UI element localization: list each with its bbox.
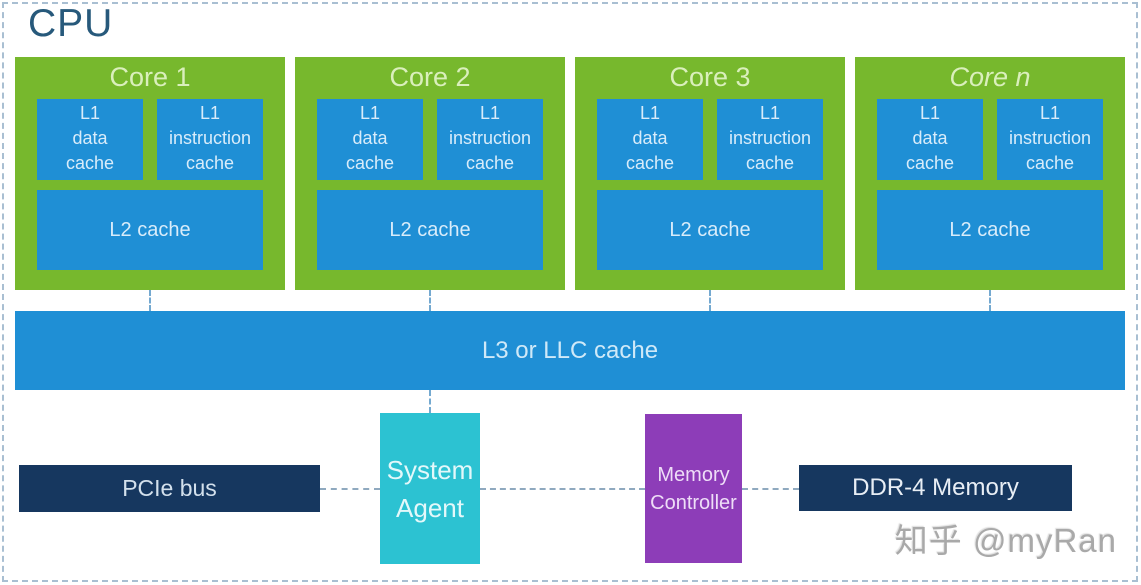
l1-instr-line1: L1 — [759, 103, 781, 123]
l1-instr-line1: L1 — [1039, 103, 1061, 123]
memory-controller-line1: Memory — [657, 463, 730, 486]
core-n-title: Core n — [949, 62, 1031, 92]
core-3-l1-data-cache: L1 data cache — [597, 99, 703, 180]
l1-data-line3: cache — [625, 153, 675, 173]
l1-data-line2: data — [72, 128, 108, 148]
core-2-l1-data-cache: L1 data cache — [317, 99, 423, 180]
connector-system-agent-memory-controller — [480, 488, 645, 490]
l1-data-line1: L1 — [639, 103, 661, 123]
connector-core1-l3 — [149, 290, 151, 311]
l1-instr-line3: cache — [745, 153, 795, 173]
core-2-box: Core 2 L1 data cache L1 instruction cach… — [295, 57, 565, 290]
l1-instr-line1: L1 — [199, 103, 221, 123]
l3-llc-cache-bar: L3 or LLC cache — [15, 311, 1125, 390]
core-1-box: Core 1 L1 data cache L1 instruction cach… — [15, 57, 285, 290]
l1-instr-line2: instruction — [168, 128, 252, 148]
core-1-title: Core 1 — [109, 62, 191, 92]
connector-memory-controller-ddr4 — [742, 488, 799, 490]
connector-l3-system-agent — [429, 390, 431, 413]
connector-coren-l3 — [989, 290, 991, 311]
core-n-l1-instruction-cache: L1 instruction cache — [997, 99, 1103, 180]
memory-controller-line2: Controller — [650, 491, 737, 514]
core-2-l2-cache: L2 cache — [317, 190, 543, 270]
system-agent-box: System Agent — [380, 413, 480, 564]
l1-instr-line3: cache — [185, 153, 235, 173]
l1-data-line3: cache — [345, 153, 395, 173]
connector-core2-l3 — [429, 290, 431, 311]
l1-data-line1: L1 — [359, 103, 381, 123]
core-1-l1-data-cache: L1 data cache — [37, 99, 143, 180]
core-3-title: Core 3 — [669, 62, 751, 92]
l1-data-line1: L1 — [79, 103, 101, 123]
l1-instr-line2: instruction — [1008, 128, 1092, 148]
core-1-l1-instruction-cache: L1 instruction cache — [157, 99, 263, 180]
core-n-l1-data-cache: L1 data cache — [877, 99, 983, 180]
core-2-title: Core 2 — [389, 62, 471, 92]
l1-data-line2: data — [352, 128, 388, 148]
l1-data-line2: data — [632, 128, 668, 148]
core-1-l2-cache: L2 cache — [37, 190, 263, 270]
core-3-box: Core 3 L1 data cache L1 instruction cach… — [575, 57, 845, 290]
zhihu-watermark: 知乎 @myRan — [894, 522, 1117, 559]
pcie-bus-box: PCIe bus — [19, 465, 320, 512]
connector-core3-l3 — [709, 290, 711, 311]
l1-instr-line2: instruction — [728, 128, 812, 148]
l1-instr-line2: instruction — [448, 128, 532, 148]
system-agent-line1: System — [386, 454, 474, 485]
system-agent-line2: Agent — [396, 492, 464, 523]
l1-data-line2: data — [912, 128, 948, 148]
connector-pcie-system-agent — [320, 488, 380, 490]
core-2-l1-instruction-cache: L1 instruction cache — [437, 99, 543, 180]
core-n-l2-cache: L2 cache — [877, 190, 1103, 270]
l1-data-line3: cache — [65, 153, 115, 173]
l1-instr-line3: cache — [465, 153, 515, 173]
l1-data-line1: L1 — [919, 103, 941, 123]
l1-data-line3: cache — [905, 153, 955, 173]
core-3-l2-cache: L2 cache — [597, 190, 823, 270]
diagram-title: CPU — [28, 2, 114, 45]
l1-instr-line1: L1 — [479, 103, 501, 123]
ddr4-memory-box: DDR-4 Memory — [799, 465, 1072, 511]
core-3-l1-instruction-cache: L1 instruction cache — [717, 99, 823, 180]
memory-controller-box: Memory Controller — [645, 414, 742, 563]
l1-instr-line3: cache — [1025, 153, 1075, 173]
core-n-box: Core n L1 data cache L1 instruction cach… — [855, 57, 1125, 290]
